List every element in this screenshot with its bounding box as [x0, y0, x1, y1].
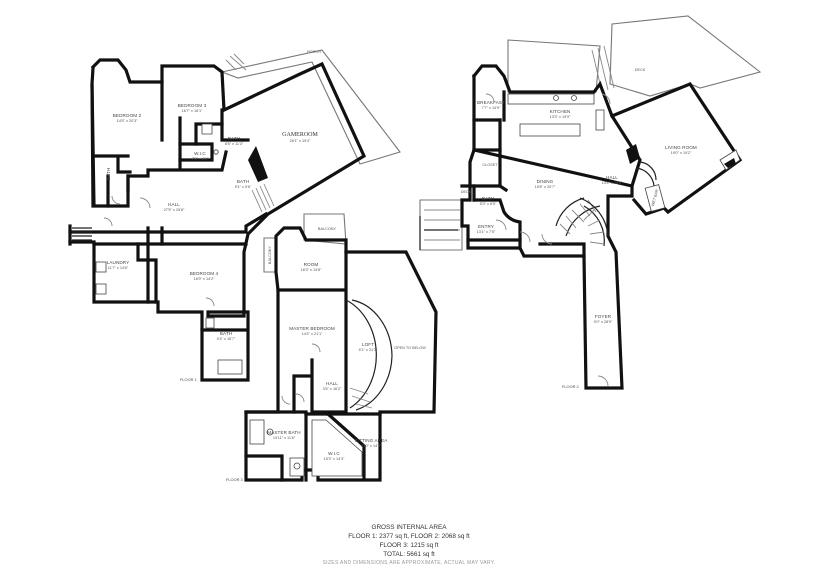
floor-2-closet-label: CLOSET: [482, 163, 498, 167]
summary-heading: GROSS INTERNAL AREA: [371, 524, 447, 531]
floor-2-dining-label: DINING: [537, 179, 554, 184]
floor-2-bath-dims: 5'3" x 6'5": [480, 202, 497, 206]
floor-3-room-dims: 16'3" x 14'8": [301, 268, 322, 272]
floor-2-foyer-dims: 9'0" x 28'9": [594, 320, 613, 324]
floor-3-plan: BALCONY BALCONY ROOM 16'3" x 14'8" MASTE…: [226, 213, 438, 482]
floor-1-laundry-label: LAUNDRY: [107, 260, 130, 265]
floor-3-sitting-area-dims: 9'10" x 14'3": [361, 444, 382, 448]
summary-disclaimer: SIZES AND DIMENSIONS ARE APPROXIMATE, AC…: [322, 560, 496, 566]
floor-2-living-room-dims: 19'0" x 19'2": [671, 151, 692, 155]
floor-3-wic-label: W.I.C: [328, 451, 340, 456]
floor-3-label: FLOOR 3: [226, 477, 243, 482]
floor-2-hall-dims: 13'4" x 18'5": [602, 181, 623, 185]
floor-3-master-bath-label: MASTER BATH: [267, 430, 300, 435]
floor-3-balcony-side-label: BALCONY: [268, 245, 272, 264]
floor-2-foyer-label: FOYER: [595, 314, 612, 319]
floor-3-outer-walls: [244, 226, 438, 482]
floor-1-bedroom-4-label: BEDROOM 4: [190, 271, 219, 276]
floor-3-wic-dims: 15'3" x 14'3": [324, 457, 345, 461]
floor-1-hall-label: HALL: [168, 202, 180, 207]
area-summary: GROSS INTERNAL AREA FLOOR 1: 2377 sq ft,…: [0, 523, 818, 568]
floor-1-label: FLOOR 1: [180, 377, 197, 382]
floor-1-bath-a-label: BATH: [228, 136, 240, 141]
summary-floor-1-2: FLOOR 1: 2377 sq ft, FLOOR 2: 2068 sq ft: [348, 533, 470, 540]
floor-1-wic-label: W.I.C: [194, 151, 206, 156]
floor-1-gameroom-dims: 26'1" x 19'4": [290, 139, 311, 143]
floor-1-bath-d-dims: 9'4" x 16'7": [217, 337, 236, 341]
floor-1-bedroom-2-label: BEDROOM 2: [113, 113, 142, 118]
floor-2-plan: DECK BREAKFAST 7'7" x 14'9" KITCHEN 13'3…: [419, 15, 762, 390]
floor-1-bath-a-dims: 8'5" x 11'3": [225, 142, 244, 146]
floor-2-bath-label: BATH: [482, 196, 494, 201]
floor-1-wic-dims: 7'3" x 6'0": [192, 157, 209, 161]
floor-1-bedroom-3-dims: 16'7" x 16'1": [182, 109, 203, 113]
floor-3-hall-label: HALL: [326, 381, 338, 386]
floor-2-deck-small-label: DECK: [461, 190, 472, 194]
floor-3-open-to-below-label: OPEN TO BELOW: [394, 346, 426, 350]
floor-2-entry-dims: 13'1" x 7'5": [477, 230, 496, 234]
floor-1-laundry-dims: 11'7" x 14'6": [108, 266, 129, 270]
floor-2-entry-label: ENTRY: [478, 224, 494, 229]
floor-3-master-bedroom-label: MASTER BEDROOM: [289, 326, 335, 331]
deck-outline: [507, 39, 601, 93]
floor-1-bath-c-label: BATH: [106, 168, 111, 180]
floor-1-bath-d-label: BATH: [220, 331, 232, 336]
floor-2-kitchen-dims: 13'3" x 19'9": [550, 115, 571, 119]
floor-3-hall-dims: 3'6" x 16'2": [323, 387, 342, 391]
floor-1-bath-b-label: BATH: [237, 179, 249, 184]
floor-2-breakfast-dims: 7'7" x 14'9": [482, 106, 501, 110]
floor-2-breakfast-label: BREAKFAST: [477, 100, 505, 105]
floor-1-bedroom-4-dims: 16'9" x 14'2": [194, 277, 215, 281]
floor-2-dining-dims: 15'8" x 20'7": [535, 185, 556, 189]
floor-3-loft-label: LOFT: [362, 342, 374, 347]
summary-floor-3: FLOOR 3: 1215 sq ft: [379, 542, 439, 549]
kitchen-island: [519, 123, 581, 137]
floor-2-wet-bar-label: WET BAR: [651, 189, 659, 207]
floor-1-bedroom-2-dims: 14'5" x 20'3": [117, 119, 138, 123]
floor-1-porch-label: PORCH: [307, 50, 321, 54]
floor-1-bath-b-dims: 9'1" x 5'6": [235, 185, 252, 189]
floor-1-hall-dims: 27'5" x 25'8": [164, 208, 185, 212]
floor-1-plan: BEDROOM 2 14'5" x 20'3" BEDROOM 3 16'7" …: [68, 49, 401, 382]
floor-1-gameroom-label: GAMEROOM: [282, 132, 318, 138]
floor-2-deck-label: DECK: [635, 68, 646, 72]
floor-3-sitting-area-label: SITTING AREA: [355, 438, 389, 443]
floor-1-bedroom-3-label: BEDROOM 3: [178, 103, 207, 108]
floor-2-hall-label: HALL: [606, 175, 618, 180]
floor-3-master-bath-dims: 13'11" x 11'6": [273, 436, 296, 440]
floor-2-kitchen-label: KITCHEN: [550, 109, 571, 114]
floor-3-room-label: ROOM: [304, 262, 319, 267]
floor-2-living-room-label: LIVING ROOM: [665, 145, 697, 150]
floor-3-balcony-top-label: BALCONY: [318, 227, 337, 231]
floor-2-label: FLOOR 2: [562, 384, 579, 389]
porch-outline: [220, 49, 401, 165]
summary-total: TOTAL: 5661 sq ft: [383, 551, 435, 558]
floor-3-master-bedroom-dims: 14'4" x 21'1": [302, 332, 323, 336]
floor-2-outer-walls: [460, 64, 743, 390]
floor-3-loft-dims: 6'1" x 21'3": [359, 348, 378, 352]
